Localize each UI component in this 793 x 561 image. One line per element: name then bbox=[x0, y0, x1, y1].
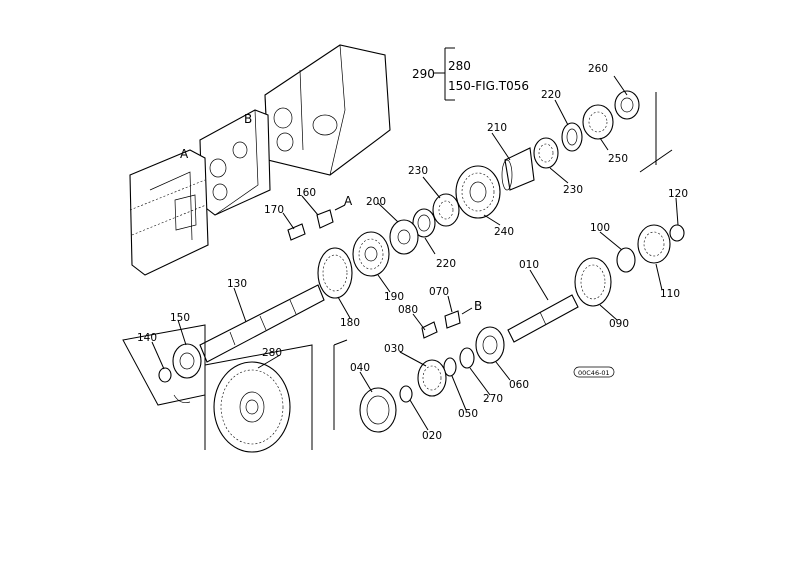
callout-280: 280 bbox=[262, 347, 282, 359]
marker-a-housing: A bbox=[180, 147, 189, 161]
callout-260: 260 bbox=[588, 63, 608, 75]
callout-250: 250 bbox=[608, 153, 628, 165]
callout-040: 040 bbox=[350, 362, 370, 374]
callout-010: 010 bbox=[519, 259, 539, 271]
callout-090: 090 bbox=[609, 318, 629, 330]
callout-070: 070 bbox=[429, 286, 449, 298]
callout-180: 180 bbox=[340, 317, 360, 329]
marker-b-bolt: B bbox=[474, 299, 482, 313]
leader-lines bbox=[151, 47, 679, 431]
callout-110: 110 bbox=[660, 288, 680, 300]
callout-030: 030 bbox=[384, 343, 404, 355]
callout-220-upper: 220 bbox=[541, 89, 561, 101]
callout-020: 020 bbox=[422, 430, 442, 442]
callout-190: 190 bbox=[384, 291, 404, 303]
callout-160: 160 bbox=[296, 187, 316, 199]
upper-gear-train bbox=[158, 90, 685, 383]
callout-130: 130 bbox=[227, 278, 247, 290]
callout-220-lower: 220 bbox=[436, 258, 456, 270]
callout-270: 270 bbox=[483, 393, 503, 405]
callout-100: 100 bbox=[590, 222, 610, 234]
callout-200: 200 bbox=[366, 196, 386, 208]
reference-item-280: 280 bbox=[448, 59, 471, 73]
transmission-housing bbox=[129, 44, 391, 276]
callout-230-lower: 230 bbox=[408, 165, 428, 177]
figure-code-frame bbox=[573, 366, 615, 378]
callout-050: 050 bbox=[458, 408, 478, 420]
lower-gear-train bbox=[359, 257, 612, 433]
callout-060: 060 bbox=[509, 379, 529, 391]
marker-a-bolt: A bbox=[344, 194, 353, 208]
reference-item-fig: 150-FIG.T056 bbox=[448, 79, 529, 93]
marker-b-housing: B bbox=[244, 112, 252, 126]
callout-170: 170 bbox=[264, 204, 284, 216]
reference-main-number: 290 bbox=[412, 67, 435, 81]
callout-210: 210 bbox=[487, 122, 507, 134]
callout-150: 150 bbox=[170, 312, 190, 324]
callout-230-upper: 230 bbox=[563, 184, 583, 196]
callout-240: 240 bbox=[494, 226, 514, 238]
callout-140: 140 bbox=[137, 332, 157, 344]
figure-code: 00C46-01 bbox=[578, 369, 610, 377]
gear-280-inset bbox=[122, 324, 313, 453]
callout-120: 120 bbox=[668, 188, 688, 200]
callout-080: 080 bbox=[398, 304, 418, 316]
